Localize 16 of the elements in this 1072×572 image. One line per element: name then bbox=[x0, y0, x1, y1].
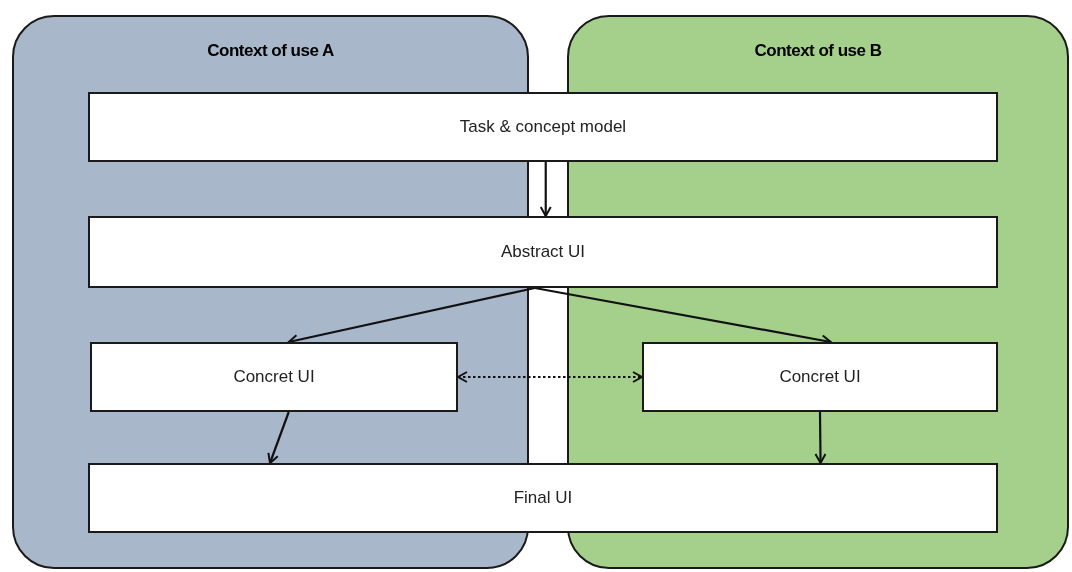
box-label: Final UI bbox=[513, 488, 573, 508]
process-box bbox=[88, 216, 998, 288]
arrow bbox=[457, 371, 643, 383]
box-label: Task & concept model bbox=[459, 117, 627, 137]
process-box bbox=[90, 342, 458, 412]
panel-heading: Context of use B bbox=[753, 41, 883, 61]
process-box bbox=[88, 92, 998, 162]
box-label: Concret UI bbox=[233, 367, 315, 387]
arrow bbox=[267, 411, 290, 464]
panel-heading: Context of use A bbox=[206, 41, 335, 61]
arrow bbox=[814, 412, 827, 464]
arrow bbox=[539, 162, 552, 217]
box-label: Concret UI bbox=[779, 367, 861, 387]
box-label: Abstract UI bbox=[500, 242, 586, 262]
process-box bbox=[88, 463, 998, 533]
process-box bbox=[642, 342, 998, 412]
